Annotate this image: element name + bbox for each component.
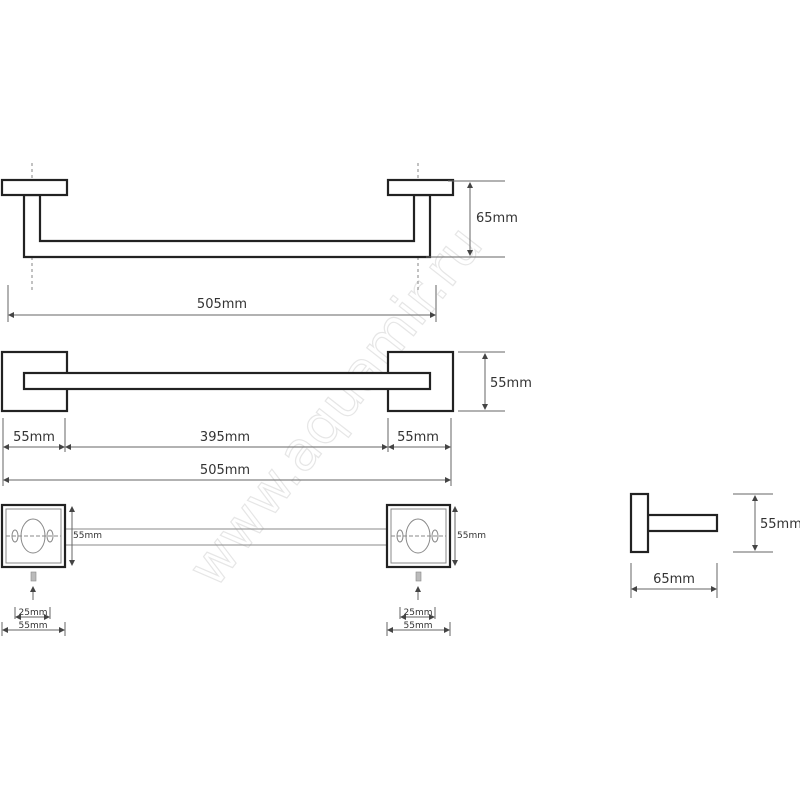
- left-mount-plate: [0, 503, 67, 600]
- left-flange-label: 55mm: [13, 430, 55, 445]
- top-height-label: 65mm: [476, 211, 518, 226]
- right-mount-height-label: 55mm: [457, 531, 486, 541]
- left-flange: [0, 178, 69, 197]
- screw-icon: [415, 571, 422, 582]
- top-view: 65mm 505mm: [0, 163, 518, 322]
- bar-length-label: 395mm: [200, 430, 250, 445]
- screw-icon: [30, 571, 37, 582]
- side-view: 55mm 65mm: [629, 492, 800, 598]
- right-mount-plate: [385, 503, 452, 600]
- top-width-label: 505mm: [197, 297, 247, 312]
- left-mount-width-label: 55mm: [19, 621, 48, 631]
- left-hole-spacing-label: 25mm: [19, 608, 48, 618]
- front-height-label: 55mm: [490, 376, 532, 391]
- front-total-label: 505mm: [200, 463, 250, 478]
- side-flange: [629, 492, 650, 554]
- towel-bar-u-shape: [22, 193, 432, 259]
- side-depth-label: 65mm: [653, 572, 695, 587]
- left-mount-height-label: 55mm: [73, 531, 102, 541]
- front-view: 55mm 55mm 395mm 55mm 505mm: [0, 350, 532, 486]
- bar-front: [22, 371, 432, 391]
- right-mount-width-label: 55mm: [404, 621, 433, 631]
- mount-view: 55mm 25mm 55mm 55mm 25mm 55mm: [0, 503, 486, 636]
- right-flange: [386, 178, 455, 197]
- right-flange-label: 55mm: [397, 430, 439, 445]
- side-bar: [646, 513, 719, 533]
- side-height-label: 55mm: [760, 517, 800, 532]
- right-hole-spacing-label: 25mm: [404, 608, 433, 618]
